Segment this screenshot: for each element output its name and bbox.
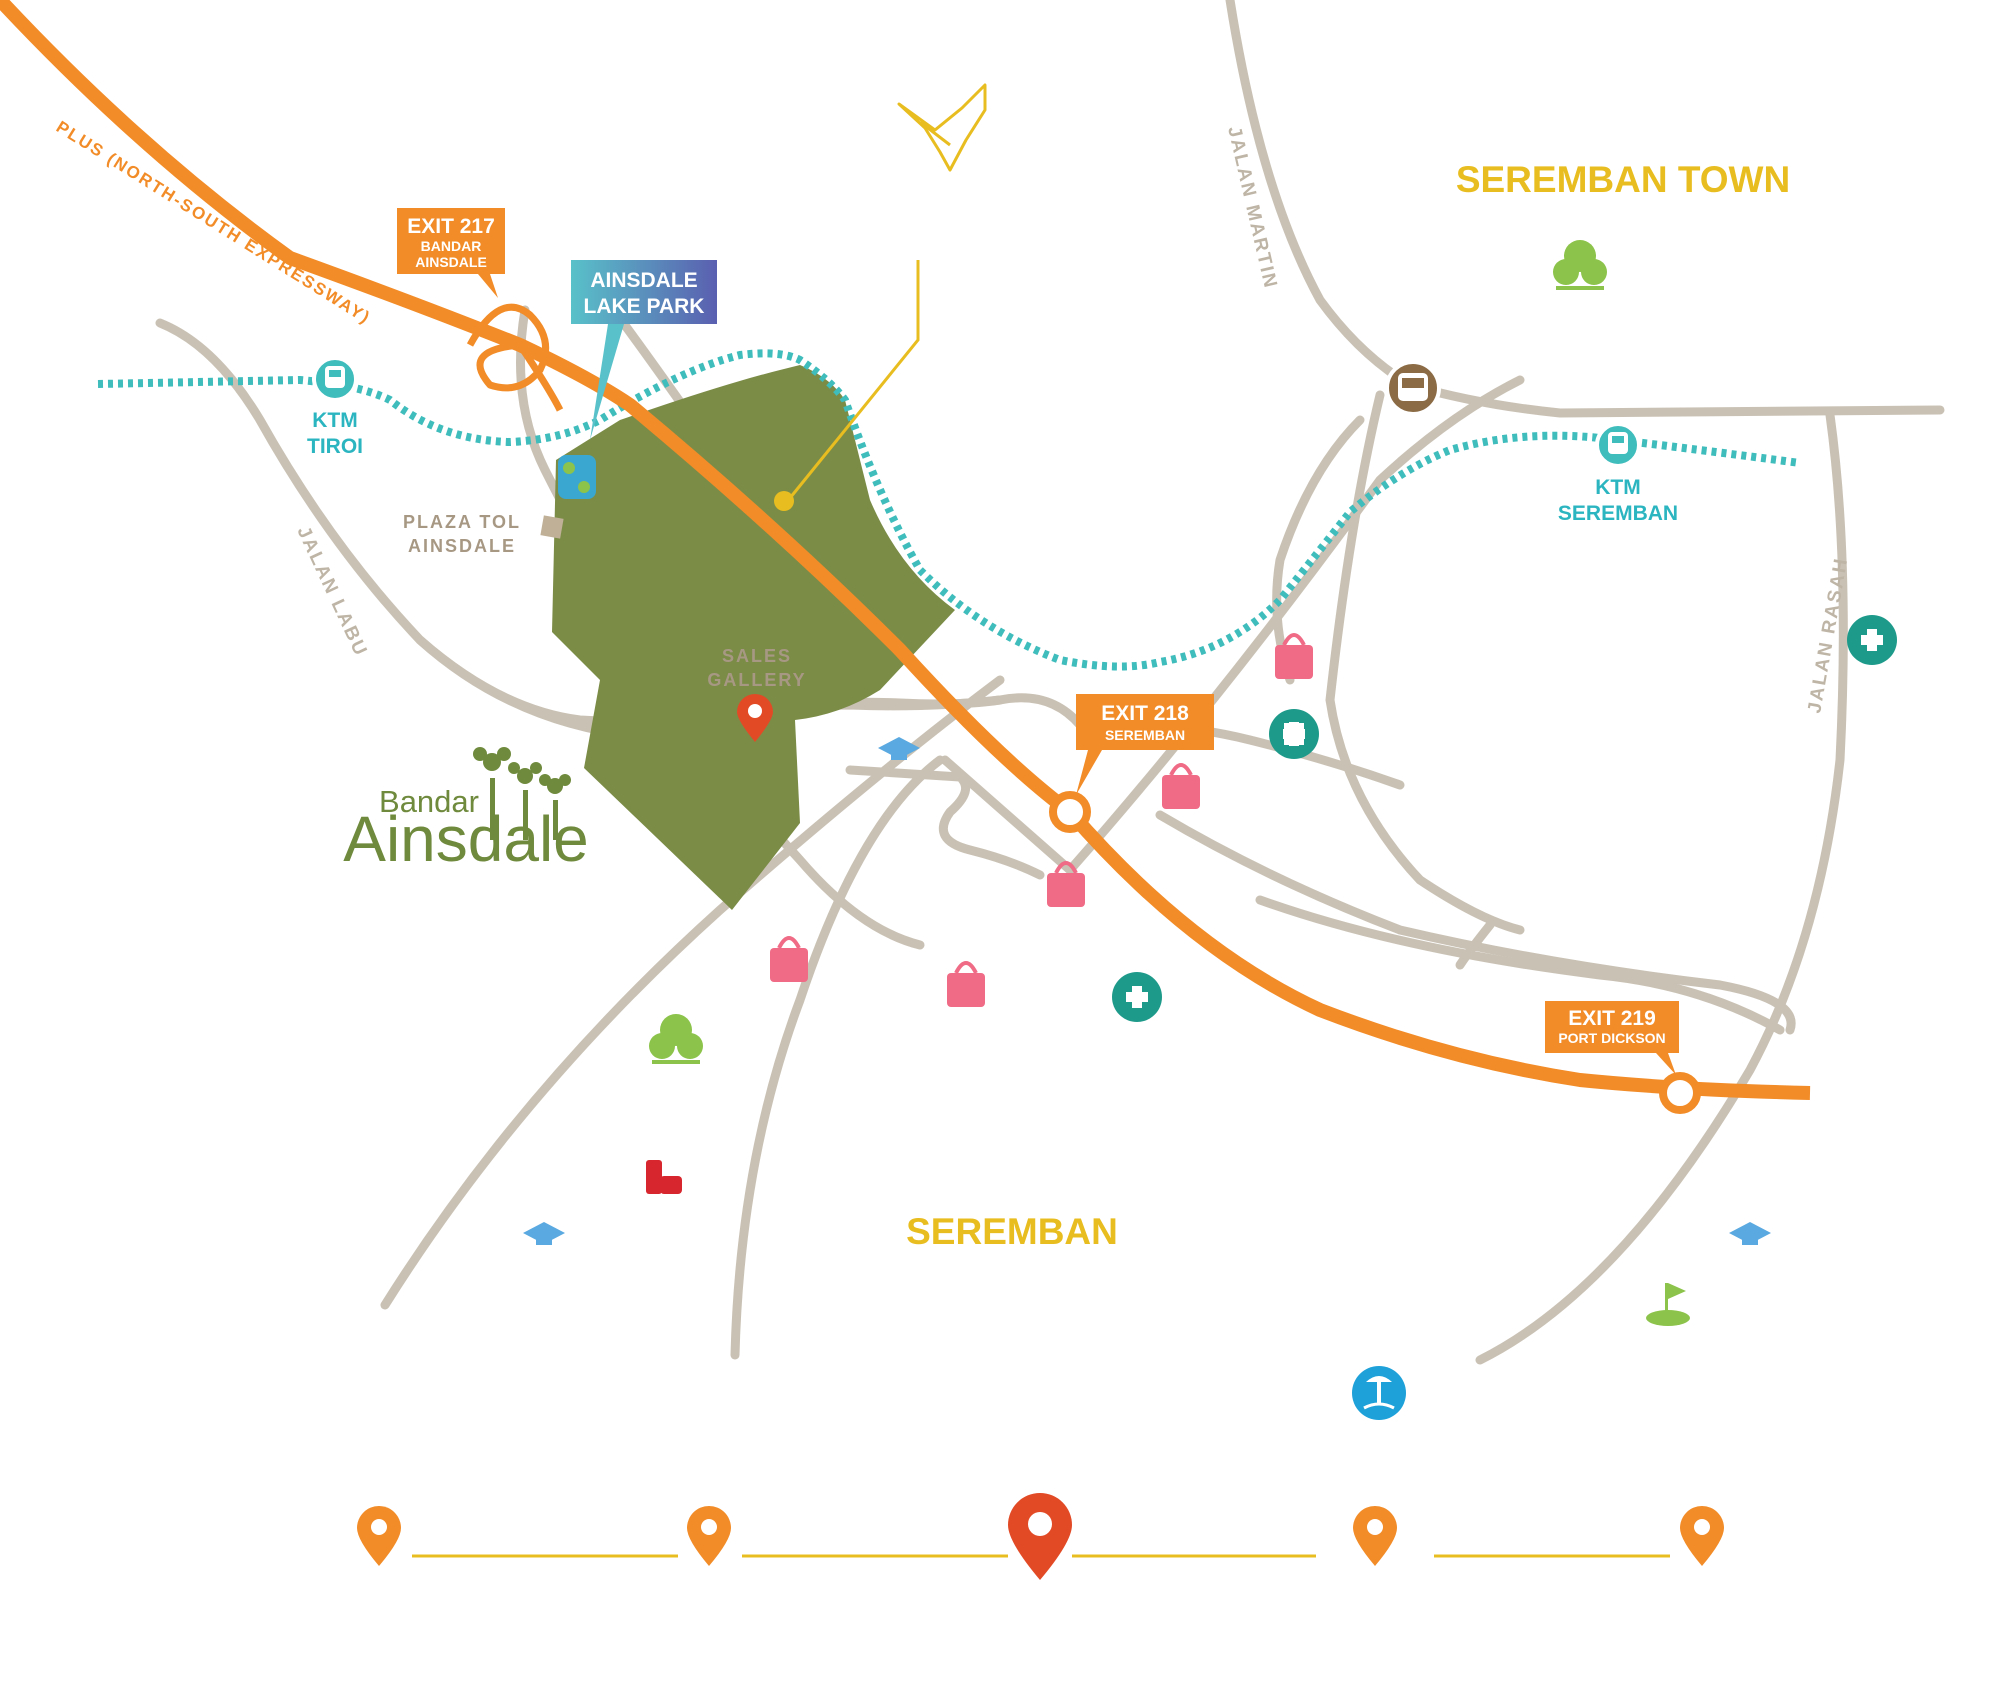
park-callout-line1: AINSDALE xyxy=(590,269,697,292)
highway-label: PLUS (NORTH-SOUTH EXPRESSWAY) xyxy=(53,117,374,328)
toll-label-line2: AINSDALE xyxy=(408,536,516,556)
beach-palm-icon xyxy=(1352,1366,1406,1420)
location-pin-icon xyxy=(1353,1506,1397,1566)
ktm-rail-line xyxy=(97,349,1801,671)
plaza-tol-ainsdale: PLAZA TOL AINSDALE xyxy=(403,512,564,556)
park-callout-line2: LAKE PARK xyxy=(584,295,705,318)
location-pin-active-icon xyxy=(1008,1493,1072,1580)
exit-219-interchange xyxy=(1659,1072,1701,1114)
brand-big: Ainsdale xyxy=(343,803,589,875)
exit-218-label: EXIT 218 SEREMBAN xyxy=(1076,694,1214,795)
hospital-cross-icon xyxy=(1847,615,1897,665)
development-pointer xyxy=(774,260,920,511)
education-icons xyxy=(523,737,1771,1245)
road-label-jalan-labu: JALAN LABU xyxy=(292,523,371,660)
sales-gallery-line2: GALLERY xyxy=(707,670,806,690)
road-inner-loop xyxy=(1325,390,1525,935)
road-link-vertical xyxy=(1455,920,1495,970)
shopping-bag-icon xyxy=(1047,861,1085,907)
tree-icon xyxy=(649,1014,703,1064)
exit-218-name: EXIT 218 xyxy=(1101,702,1189,725)
hospital-cross-icon xyxy=(1269,709,1319,759)
toll-icon xyxy=(540,515,564,539)
graduation-cap-icon xyxy=(1729,1222,1771,1245)
place-label-seremban: SEREMBAN xyxy=(906,1211,1118,1252)
exit-219-sub: PORT DICKSON xyxy=(1558,1030,1665,1046)
park-icons xyxy=(649,240,1607,1064)
exit-219-label: EXIT 219 PORT DICKSON xyxy=(1545,1001,1679,1075)
hospital-icons xyxy=(1112,615,1897,1022)
shopping-bag-icon xyxy=(1162,763,1200,809)
location-pin-icon xyxy=(687,1505,732,1566)
ainsdale-lake-park-callout: AINSDALE LAKE PARK xyxy=(571,260,717,440)
exit-218-interchange xyxy=(1049,791,1091,833)
plus-highway xyxy=(0,0,1811,1100)
shopping-bag-icon xyxy=(1275,633,1313,679)
exit-217-sub2: AINSDALE xyxy=(415,254,487,270)
highway-main xyxy=(0,0,1811,1100)
golf-icon xyxy=(1646,1283,1690,1326)
road-label-jalan-martin: JALAN MARTIN xyxy=(1223,124,1281,291)
legend-pin-row xyxy=(357,1493,1724,1580)
ktm-tiroi-line2: TIROI xyxy=(307,435,363,458)
road-east-corridor xyxy=(1255,895,1785,1035)
ktm-tiroi-station: KTM TIROI xyxy=(307,356,363,458)
toll-label-line1: PLAZA TOL xyxy=(403,512,521,532)
sales-gallery-line1: SALES xyxy=(722,646,792,666)
lake-park-marker-icon xyxy=(558,455,596,499)
road-jalan-martin xyxy=(1225,0,1415,390)
road-network xyxy=(155,0,1945,1365)
bandar-ainsdale-development-area xyxy=(552,365,955,910)
road-south-3 xyxy=(940,375,1525,875)
ktm-seremban-station: KTM SEREMBAN xyxy=(1558,422,1678,525)
exit-217-name: EXIT 217 xyxy=(407,215,495,238)
road-east-lower xyxy=(1155,810,1796,1035)
exit-219-name: EXIT 219 xyxy=(1568,1007,1656,1030)
bandar-ainsdale-logo: Bandar Ainsdale xyxy=(343,747,589,875)
shopping-bag-icon xyxy=(770,936,808,982)
road-inner-link xyxy=(1272,415,1365,685)
graduation-cap-icon xyxy=(523,1222,565,1245)
hospital-cross-icon xyxy=(1112,972,1162,1022)
location-pin-icon xyxy=(1680,1506,1724,1566)
exit-217-label: EXIT 217 BANDAR AINSDALE xyxy=(397,208,505,298)
palm-tree-icon xyxy=(473,747,571,840)
location-pin-icon xyxy=(357,1506,401,1566)
brand-small: Bandar xyxy=(379,784,479,819)
road-jalan-rasah xyxy=(1475,410,1848,1365)
exit-218-sub: SEREMBAN xyxy=(1105,727,1185,743)
graduation-cap-icon xyxy=(878,737,920,760)
tree-icon xyxy=(1553,240,1607,290)
place-label-seremban-town: SEREMBAN TOWN xyxy=(1456,159,1790,200)
fast-food-icon xyxy=(646,1160,682,1194)
bus-terminal-icon xyxy=(1385,360,1441,416)
ktm-seremban-line1: KTM xyxy=(1595,476,1641,499)
road-east-west-upper xyxy=(1405,380,1945,418)
sales-gallery: SALES GALLERY xyxy=(707,646,806,742)
exit-217-sub: BANDAR xyxy=(421,238,482,254)
road-local-1 xyxy=(845,765,1045,880)
ktm-tiroi-line1: KTM xyxy=(312,409,358,432)
shopping-icons xyxy=(770,633,1313,1007)
ktm-seremban-line2: SEREMBAN xyxy=(1558,502,1678,525)
road-southwest-2 xyxy=(730,755,945,1360)
exit-217-ramp xyxy=(517,343,564,412)
shopping-bag-icon xyxy=(947,961,985,1007)
bird-logo-icon xyxy=(897,83,987,172)
